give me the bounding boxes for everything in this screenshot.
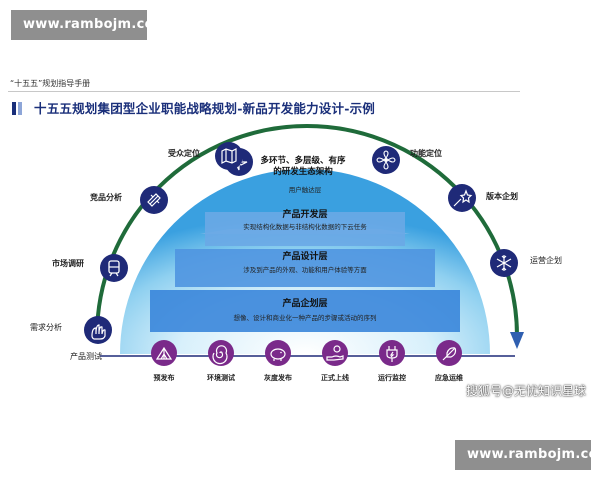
layer-band-develop	[205, 212, 405, 246]
layer-title-design: 产品设计层	[282, 252, 328, 262]
layer-band-design	[175, 249, 435, 287]
bottom-label-prerelease: 预发布	[153, 374, 175, 382]
header-divider	[8, 91, 520, 92]
train-icon	[100, 254, 128, 282]
tent-icon	[151, 340, 177, 366]
arc-label-operation: 运营企划	[530, 256, 562, 265]
arc-label-version: 版本企划	[486, 192, 518, 201]
plug-icon	[140, 186, 168, 214]
bottom-label-gray: 灰度发布	[264, 374, 292, 382]
baseline-label: 产品测试	[70, 352, 102, 361]
arc-label-demand: 需求分析	[30, 323, 62, 332]
watermark-bottom: www.rambojm.com	[455, 440, 600, 470]
bottom-label-launch: 正式上线	[321, 374, 349, 382]
watermark-top: www.rambojm.com	[11, 10, 167, 40]
layer-desc-plan: 想像、设计和商业化一种产品的步骤或活动的序列	[233, 314, 377, 322]
main-arc	[95, 124, 519, 337]
layer-desc-develop: 实现结构化数据与非结构化数据的下云任务	[243, 223, 367, 231]
fan-icon-right	[372, 146, 400, 174]
layer-title-develop: 产品开发层	[282, 210, 328, 220]
page-title: 十五五规划集团型企业职能战略规划-新品开发能力设计-示例	[34, 101, 375, 116]
title-marks	[12, 100, 24, 119]
map-icon	[215, 142, 243, 170]
manual-title: “十五五”规划指导手册	[10, 79, 91, 88]
source-watermark: 搜狐号@无忧知识星球	[466, 384, 587, 398]
charger-icon	[379, 340, 405, 366]
snowflake-icon	[490, 249, 518, 277]
shooting-star-icon	[448, 184, 476, 212]
arc-label-competitor: 竞品分析	[90, 193, 122, 202]
layer-desc-design: 涉及到产品的外观、功能和用户体验等方面	[243, 266, 367, 274]
center-title: 多环节、多层级、有序的研发生态架构	[260, 156, 346, 177]
slide: “十五五”规划指导手册 十五五规划集团型企业职能战略规划-新品开发能力设计-示例…	[0, 64, 600, 414]
bottom-label-envtest: 环境测试	[207, 374, 235, 382]
feather-icon	[436, 340, 462, 366]
layer-title-plan: 产品企划层	[282, 299, 328, 309]
user-layer-label: 用户触达层	[288, 186, 322, 194]
wave-hand-icon	[84, 316, 112, 344]
bottom-label-emergency: 应急运维	[435, 374, 463, 382]
arc-arrowhead	[510, 332, 524, 349]
bottom-label-monitor: 运行监控	[378, 374, 406, 382]
hand-coin-icon	[322, 340, 348, 366]
piggy-bank-icon	[265, 340, 291, 366]
layer-band-plan	[150, 290, 460, 332]
arc-label-market: 市场调研	[52, 259, 84, 268]
spiral-icon	[208, 340, 234, 366]
arc-label-function: 功能定位	[410, 149, 442, 158]
arc-label-audience: 受众定位	[168, 149, 200, 158]
dome-diagram	[95, 124, 524, 357]
